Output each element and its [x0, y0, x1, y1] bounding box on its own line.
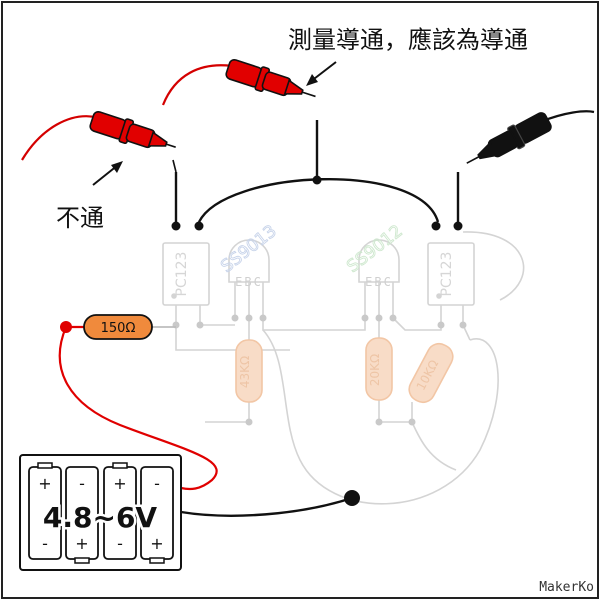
watermark: MakerKo [539, 580, 594, 595]
arrow-to-left-probe [92, 161, 123, 186]
positive-wire [58, 326, 218, 491]
left-red-probe [21, 110, 177, 173]
cell-2-bottom: + [75, 534, 88, 553]
resistor-150-body [83, 314, 153, 340]
middle-red-probe [161, 58, 316, 106]
battery-cell-1 [28, 462, 62, 560]
bridge-right-node [431, 221, 441, 231]
bridge-left-node [194, 221, 204, 231]
battery-cell-3 [103, 462, 137, 560]
resistor-20k-body [365, 337, 393, 401]
transistor-left-body [228, 239, 270, 283]
arrow-to-middle-probe [306, 61, 337, 86]
resistor-43k-label: 43KΩ [238, 356, 252, 388]
cell-4-bottom: + [150, 534, 163, 553]
battery-cell-4 [140, 466, 174, 564]
battery-pack: + - - + + - - + 4.8~6V [19, 454, 182, 571]
left-annotation: 不通 [56, 204, 104, 232]
optocoupler-left-body [162, 242, 210, 306]
transistor-right-model: SS9012 [343, 221, 406, 277]
transistor-left-model: SS9013 [217, 221, 280, 277]
negative-wire [180, 496, 353, 517]
ground-node [344, 490, 360, 506]
battery-voltage-label: 4.8~6V [43, 501, 158, 534]
cell-4-top: - [154, 474, 160, 493]
cell-1-bottom: - [42, 534, 48, 553]
transistor-left-pins: EBC [235, 275, 263, 289]
faded-pin-dots [172, 314, 467, 426]
resistor-43k-body [235, 339, 263, 403]
bridge-wire [197, 178, 440, 223]
right-black-probe [466, 110, 595, 164]
cell-2-top: - [79, 474, 85, 493]
cell-1-top: + [38, 474, 51, 493]
cell-3-top: + [113, 474, 126, 493]
resistor-10k-body [408, 342, 454, 404]
resistor-20k-label: 20KΩ [368, 354, 382, 386]
resistor-150-label: 150Ω [101, 321, 136, 336]
optocoupler-right-label: PC123 [439, 252, 455, 297]
cell-3-bottom: - [117, 534, 123, 553]
optocoupler-right-body [427, 242, 475, 306]
faded-circuit [162, 231, 525, 505]
optocoupler-left-label: PC123 [174, 252, 190, 297]
transistor-right-pins: EBC [365, 275, 393, 289]
battery-cell-2 [65, 466, 99, 564]
top-annotation: 測量導通，應該為導通 [288, 26, 528, 54]
transistor-right-body [358, 239, 400, 283]
